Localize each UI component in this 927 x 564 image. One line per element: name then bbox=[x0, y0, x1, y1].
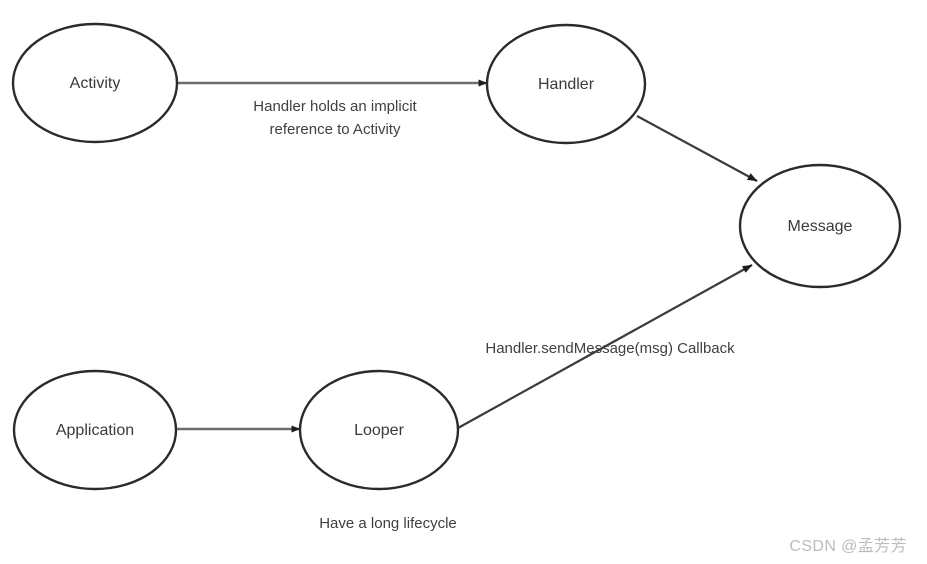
looper-label: Looper bbox=[354, 422, 404, 439]
looper-ellipse[interactable] bbox=[298, 369, 460, 491]
note-looper-lifecycle: Have a long lifecycle bbox=[319, 515, 457, 532]
handler-ellipse[interactable] bbox=[485, 23, 647, 145]
edge-handler-to-message bbox=[636, 115, 758, 182]
activity-ellipse[interactable] bbox=[11, 22, 179, 144]
message-label: Message bbox=[788, 218, 853, 235]
activity-label: Activity bbox=[70, 75, 121, 92]
node-message[interactable]: Message bbox=[738, 163, 902, 289]
message-ellipse[interactable] bbox=[738, 163, 902, 289]
handler-label: Handler bbox=[538, 76, 595, 93]
node-application[interactable]: Application bbox=[12, 369, 178, 491]
node-activity[interactable]: Activity bbox=[11, 22, 179, 144]
edge-group bbox=[177, 79, 758, 433]
application-ellipse[interactable] bbox=[12, 369, 178, 491]
node-looper[interactable]: Looper bbox=[298, 369, 460, 491]
node-handler[interactable]: Handler bbox=[485, 23, 647, 145]
edge-looper-to-message bbox=[457, 264, 753, 429]
csdn-watermark: CSDN @孟芳芳 bbox=[789, 538, 907, 555]
edge-label-send-message: Handler.sendMessage(msg) Callback bbox=[485, 340, 735, 357]
application-label: Application bbox=[56, 422, 134, 439]
